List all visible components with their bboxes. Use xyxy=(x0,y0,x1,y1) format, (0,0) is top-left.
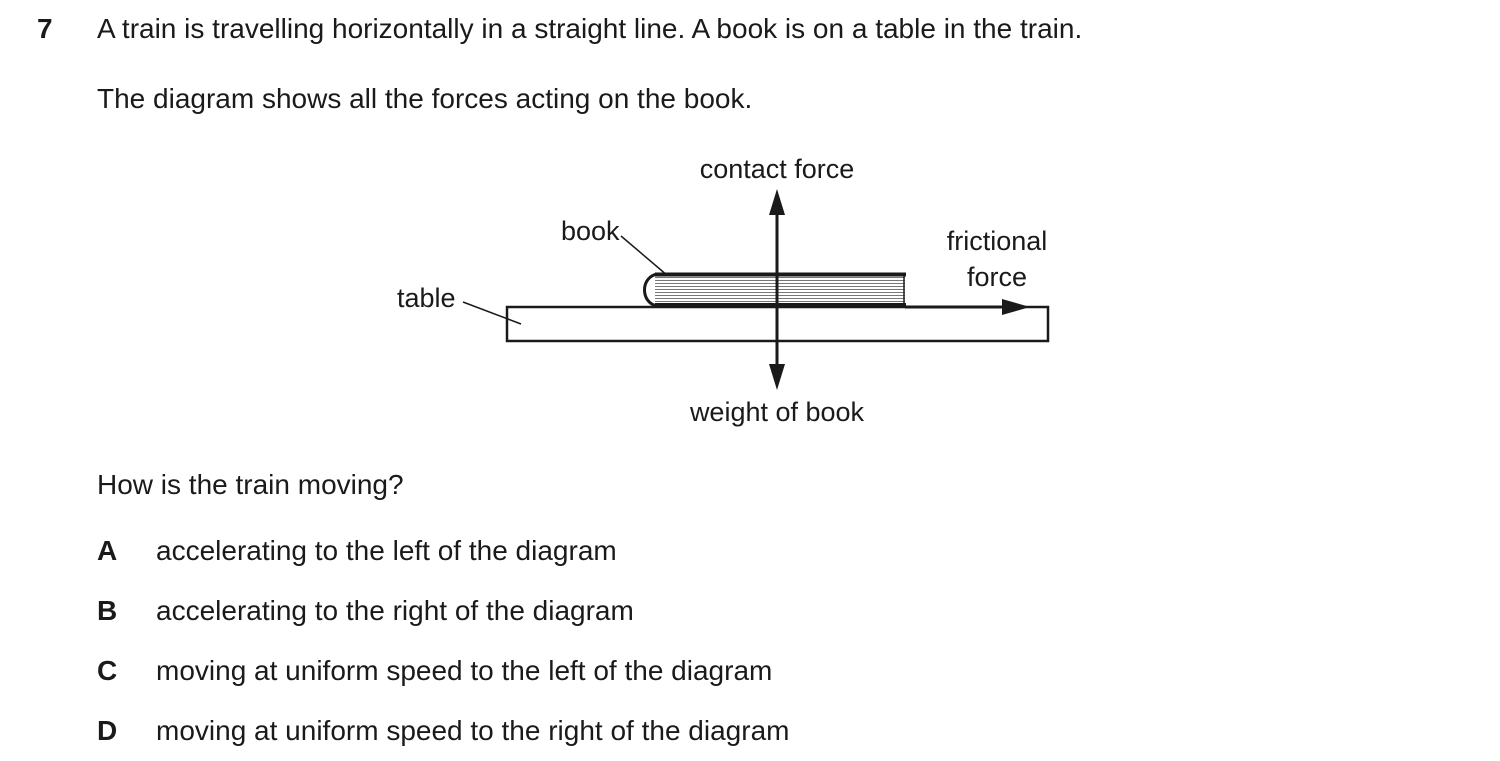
option-text: accelerating to the right of the diagram xyxy=(156,595,634,626)
table-label: table xyxy=(397,283,456,313)
question-prompt: How is the train moving? xyxy=(97,469,404,500)
book-label: book xyxy=(561,216,620,246)
book-leader-line xyxy=(620,235,669,277)
option-letter: D xyxy=(97,715,118,746)
option-text: accelerating to the left of the diagram xyxy=(156,535,617,566)
option-text: moving at uniform speed to the right of … xyxy=(156,715,790,746)
frictional-force-label-line-2: force xyxy=(967,262,1027,292)
option-letter: A xyxy=(97,535,118,566)
book-shape xyxy=(643,272,906,308)
contact-force-label: contact force xyxy=(700,154,855,184)
weight-label: weight of book xyxy=(689,397,865,427)
option-text: moving at uniform speed to the left of t… xyxy=(156,655,773,686)
contact-force-arrow xyxy=(769,189,785,305)
weight-arrow xyxy=(769,305,785,390)
question-stem-line-1: A train is travelling horizontally in a … xyxy=(97,13,1083,44)
table-leader-line xyxy=(462,301,522,325)
question-number: 7 xyxy=(37,13,53,44)
frictional-force-arrow xyxy=(905,299,1030,315)
question-stem-line-2: The diagram shows all the forces acting … xyxy=(97,83,753,114)
option-letter: B xyxy=(97,595,118,626)
frictional-force-label-line-1: frictional xyxy=(947,226,1048,256)
option-letter: C xyxy=(97,655,118,686)
